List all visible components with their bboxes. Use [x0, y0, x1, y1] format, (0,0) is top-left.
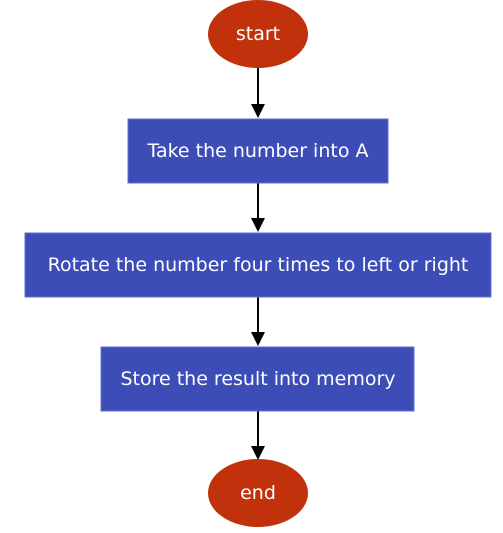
start-node: start	[208, 0, 308, 68]
take-number-step: Take the number into A	[127, 118, 389, 184]
end-node: end	[208, 459, 308, 527]
end-node-label: end	[240, 482, 276, 504]
start-node-label: start	[236, 23, 280, 45]
edge-rotate-to-store	[251, 296, 265, 346]
take-number-step-shape	[127, 118, 389, 184]
start-node-shape	[208, 0, 308, 68]
rotate-number-step-shape	[24, 232, 492, 298]
rotate-number-step-label: Rotate the number four times to left or …	[48, 254, 469, 276]
take-number-step-label: Take the number into A	[146, 140, 368, 162]
store-result-step: Store the result into memory	[100, 346, 415, 412]
store-result-step-shape	[100, 346, 415, 412]
rotate-number-step: Rotate the number four times to left or …	[24, 232, 492, 298]
edge-take-to-rotate	[251, 183, 265, 232]
edge-store-to-end	[251, 411, 265, 460]
store-result-step-label: Store the result into memory	[120, 368, 395, 390]
end-node-shape	[208, 459, 308, 527]
edge-start-to-take	[251, 68, 265, 118]
